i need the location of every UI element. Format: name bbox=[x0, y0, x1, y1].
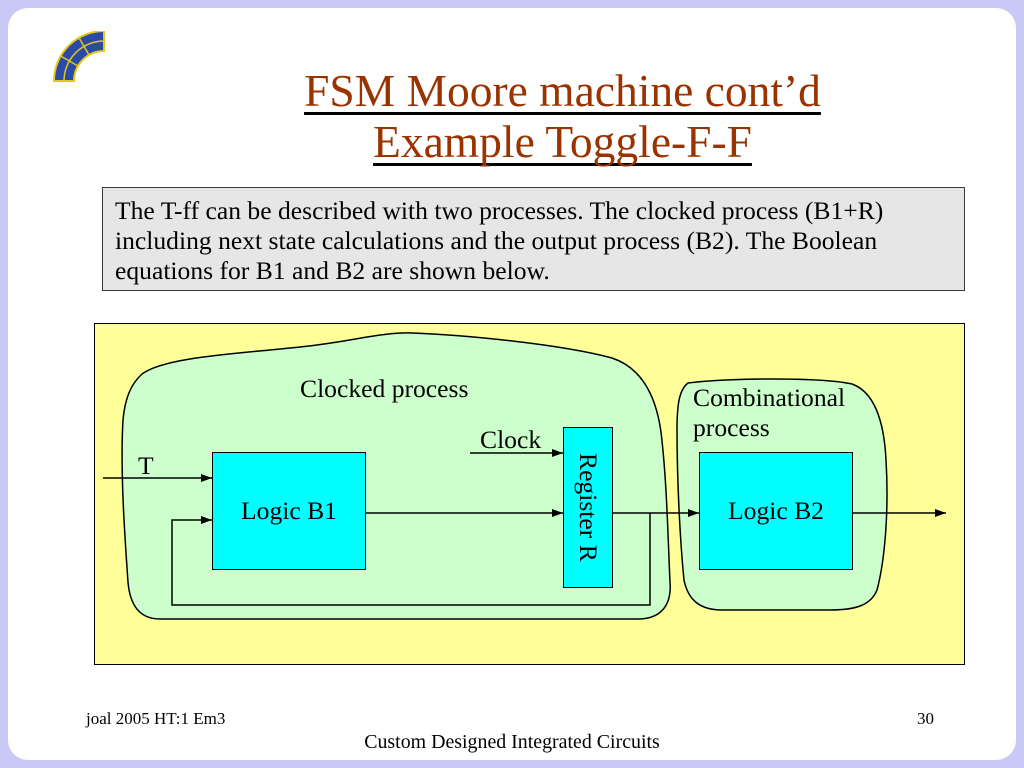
page-number: 30 bbox=[917, 709, 934, 728]
globe-logo-icon bbox=[52, 31, 105, 82]
title-line-1: FSM Moore machine cont’d bbox=[100, 65, 1024, 116]
logic-b2-label: Logic B2 bbox=[728, 496, 824, 525]
t-input-label: T bbox=[138, 451, 154, 480]
logo-meridian-line bbox=[78, 37, 90, 56]
title-line-2-text: Example Toggle-F-F bbox=[373, 116, 752, 167]
register-r-label: Register R bbox=[574, 453, 603, 562]
clocked-process-label: Clocked process bbox=[300, 374, 469, 403]
title-line-1-text: FSM Moore machine cont’d bbox=[304, 65, 821, 116]
footer-course-title: Custom Designed Integrated Circuits bbox=[364, 731, 660, 753]
logic-b1-label: Logic B1 bbox=[241, 496, 337, 525]
logic-b2-block: Logic B2 bbox=[699, 452, 853, 570]
logo-meridian-line bbox=[60, 55, 79, 67]
combinational-process-label: Combinational process bbox=[693, 383, 846, 442]
clock-label: Clock bbox=[480, 425, 542, 454]
register-r-block: Register R bbox=[563, 427, 613, 588]
logo-latitude-line bbox=[63, 40, 105, 82]
footer-author: joal 2005 HT:1 Em3 bbox=[86, 709, 226, 728]
slide-title: FSM Moore machine cont’d Example Toggle-… bbox=[100, 65, 1024, 167]
title-line-2: Example Toggle-F-F bbox=[100, 116, 1024, 167]
logic-b1-block: Logic B1 bbox=[212, 452, 366, 570]
description-text-box: The T-ff can be described with two proce… bbox=[102, 187, 965, 291]
